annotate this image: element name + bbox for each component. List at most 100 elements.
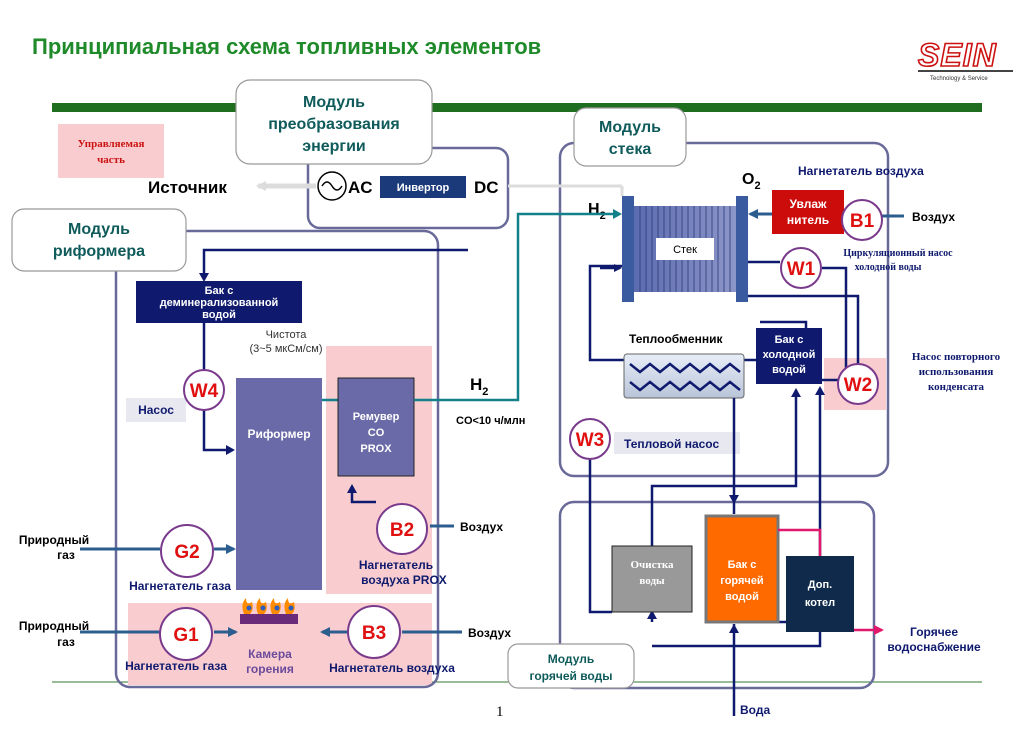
- o2-label: O2: [742, 171, 761, 192]
- natural-gas-1-label-a: Природный: [19, 533, 89, 547]
- svg-text:W3: W3: [576, 430, 605, 451]
- hot-tank-label-1: Бак с: [728, 559, 757, 571]
- company-logo: SEIN Technology & Service: [917, 36, 1013, 82]
- remover-label-1: Ремувер: [353, 411, 400, 423]
- circle-g2: G2: [160, 524, 214, 578]
- gas-blower-g2-label: Нагнетатель газа: [129, 579, 231, 593]
- combustion-label-1: Камера: [248, 647, 292, 661]
- inverter-label: Инвертор: [397, 182, 450, 194]
- h2-main-label: H2: [470, 375, 488, 398]
- hot-water-module-frame: [558, 500, 876, 690]
- energy-module-title: Модуль преобразования энергии: [235, 79, 433, 165]
- remover-label-2: CO: [368, 427, 385, 439]
- aux-boiler-box: [786, 556, 854, 632]
- svg-text:преобразования: преобразования: [268, 116, 400, 133]
- h2-stack-label: H2: [588, 201, 606, 222]
- aux-boiler-label-2: котел: [805, 597, 835, 609]
- natural-gas-1-label-b: газ: [57, 548, 75, 562]
- condensate-label-1: Насос повторного: [912, 351, 1001, 363]
- svg-text:горячей воды: горячей воды: [530, 669, 613, 683]
- svg-text:Модуль: Модуль: [68, 221, 130, 238]
- demin-label-3: водой: [202, 309, 236, 321]
- ac-source-icon: [317, 171, 347, 201]
- circle-g1: G1: [159, 607, 213, 661]
- hot-tank-label-2: горячей: [720, 575, 763, 587]
- pump-label-bg: [126, 398, 186, 422]
- water-purif-label-2: воды: [639, 575, 665, 587]
- humidifier-box: [772, 190, 844, 234]
- svg-text:Модуль: Модуль: [599, 119, 661, 136]
- air-b3-label: Воздух: [468, 626, 511, 640]
- heat-exchanger: [623, 353, 745, 399]
- circle-b3: B3: [347, 605, 401, 659]
- air-blower-top-label: Нагнетатель воздуха: [798, 164, 924, 178]
- page-title: Принципиальная схема топливных элементов: [32, 34, 541, 59]
- controlled-part-label-1: Управляемая: [78, 138, 145, 150]
- hot-water-tank: [704, 514, 780, 624]
- co-remover-prox: [337, 377, 415, 477]
- air-blower-b3-label: Нагнетатель воздуха: [329, 661, 455, 675]
- heat-exchanger-label: Теплообменник: [629, 332, 723, 346]
- co-limit-label: CO<10 ч/млн: [456, 415, 525, 427]
- hot-tank-label-3: водой: [725, 591, 759, 603]
- air-b1-label: Воздух: [912, 210, 955, 224]
- pump-label: Насос: [138, 403, 174, 417]
- svg-text:W2: W2: [844, 375, 873, 396]
- ac-label: AC: [348, 178, 373, 197]
- heat-exchanger-coil-icon: [629, 362, 741, 374]
- purity-label-1: Чистота: [266, 329, 308, 341]
- logo-text: SEIN: [918, 37, 997, 73]
- reformer-module-title: Модуль риформера: [11, 208, 187, 272]
- prox-blower-label-2: воздуха PROX: [361, 573, 447, 587]
- hot-tank-to-boiler-line: [778, 528, 822, 556]
- svg-text:G2: G2: [174, 542, 199, 563]
- stack-module-title: Модуль стека: [573, 107, 687, 167]
- humidifier-label-2: нитель: [787, 213, 829, 227]
- controlled-part-legend: [58, 124, 164, 178]
- h2-supply-line: [414, 212, 618, 402]
- svg-text:Модуль: Модуль: [303, 94, 365, 111]
- air-b2-label: Воздух: [460, 520, 503, 534]
- purity-label-2: (3~5 мкСм/см): [249, 343, 322, 355]
- svg-text:стека: стека: [609, 141, 652, 158]
- cold-tank-label-3: водой: [772, 364, 806, 376]
- heat-pump-label: Тепловой насос: [624, 437, 719, 451]
- svg-text:Стек: Стек: [673, 244, 697, 256]
- flame-icon: [240, 598, 298, 624]
- water-purif-label-1: Очистка: [630, 559, 674, 571]
- cold-water-tank: [756, 328, 822, 384]
- hot-water-pipes: [588, 388, 822, 716]
- circle-w3: W3: [569, 418, 611, 460]
- svg-text:B1: B1: [850, 211, 875, 232]
- hot-supply-label-2: водоснабжение: [887, 640, 981, 654]
- svg-text:риформера: риформера: [53, 243, 145, 260]
- water-inlet-label: Вода: [740, 703, 770, 717]
- humidifier-label-1: Увлаж: [789, 197, 827, 211]
- heat-pump-label-bg: [614, 432, 740, 454]
- demin-label-1: Бак с: [205, 285, 234, 297]
- component-circles: B1 W1 W2 W3 W4 B2 G2 G1: [159, 199, 883, 661]
- svg-text:B3: B3: [362, 623, 386, 644]
- svg-text:W4: W4: [190, 381, 219, 402]
- logo-subtitle: Technology & Service: [930, 76, 988, 82]
- return-to-demin-pipe: [202, 248, 468, 278]
- pump-to-reformer-pipe: [202, 408, 230, 452]
- page-number: 1: [496, 704, 504, 720]
- circle-b1: B1: [841, 199, 883, 241]
- demin-label-2: деминерализованной: [160, 297, 279, 309]
- aux-boiler-label-1: Доп.: [808, 579, 832, 591]
- svg-text:B2: B2: [390, 520, 414, 541]
- circle-w1: W1: [780, 247, 822, 289]
- circ-pump-label-2: холодной воды: [855, 262, 922, 273]
- svg-text:энергии: энергии: [302, 138, 366, 155]
- natural-gas-2-label-b: газ: [57, 635, 75, 649]
- natural-gas-2-label-a: Природный: [19, 619, 89, 633]
- remover-label-3: PROX: [360, 443, 392, 455]
- cold-tank-label-1: Бак с: [775, 334, 804, 346]
- dc-label: DC: [474, 178, 499, 197]
- cold-tank-label-2: холодной: [763, 349, 816, 361]
- circ-pump-label-1: Циркуляционный насос: [843, 248, 953, 259]
- svg-text:G1: G1: [173, 625, 199, 646]
